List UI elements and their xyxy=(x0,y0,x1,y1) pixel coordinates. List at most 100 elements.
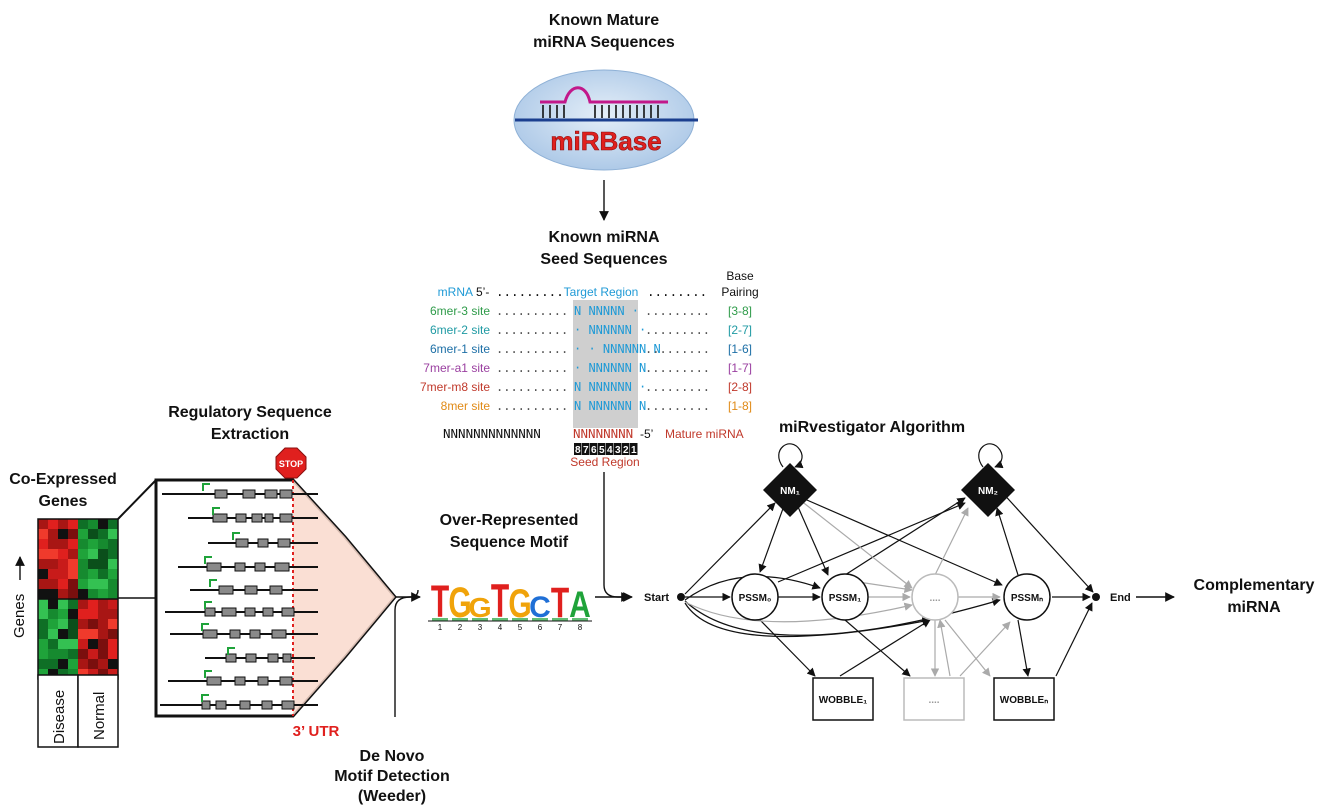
gene-tss-arrow xyxy=(209,579,217,587)
node-pssm-dots-label: .... xyxy=(929,593,940,604)
gene-tss-arrow xyxy=(212,507,220,515)
heatmap-cell xyxy=(48,549,58,559)
motif-letter: A xyxy=(569,584,591,626)
utr-label: 3’ UTR xyxy=(293,723,340,740)
mrna-prime: 5’- xyxy=(476,285,489,299)
base-pairing-header-line1: Base xyxy=(726,269,754,283)
gene-exon xyxy=(235,538,249,548)
gene-exon xyxy=(218,585,234,595)
heatmap-cell xyxy=(48,659,58,669)
gene-tss-arrow xyxy=(201,623,209,631)
denovo-title-line3: (Weeder) xyxy=(358,788,426,805)
heatmap-cell xyxy=(88,649,98,659)
heatmap-cell xyxy=(108,629,118,639)
node-wobble-dots-label: .... xyxy=(928,695,939,706)
heatmap-cell xyxy=(88,609,98,619)
gene-exon xyxy=(261,700,273,710)
gene-exon xyxy=(279,676,293,686)
genes-axis-label: Genes xyxy=(11,594,28,638)
mrna-label: mRNA xyxy=(438,285,473,299)
gene-exon xyxy=(206,676,222,686)
heatmap-cell xyxy=(108,659,118,669)
gene-exon xyxy=(201,700,211,710)
seed-digit: 1 xyxy=(631,445,637,456)
gene-lines xyxy=(160,483,318,710)
heatmap-cell xyxy=(88,579,98,589)
heatmap-cell xyxy=(48,559,58,569)
heatmap-cell xyxy=(48,669,58,679)
gene-exon xyxy=(206,562,222,572)
motif-letter: T xyxy=(491,575,509,628)
motif-minor-stack xyxy=(452,618,468,621)
seed-row-left-dots: .......... xyxy=(496,304,568,318)
heatmap-cell xyxy=(48,649,58,659)
heatmap-cell xyxy=(108,539,118,549)
gene-tss-arrow xyxy=(204,670,212,678)
gene-exon xyxy=(244,585,258,595)
seed-row-right-dots: ......... xyxy=(645,342,710,356)
motif-minor-stack xyxy=(492,618,508,621)
heatmap-cell xyxy=(48,539,58,549)
base-pairing-header-line2: Pairing xyxy=(721,285,758,299)
heatmap-cell xyxy=(78,619,88,629)
heatmap-cell xyxy=(58,599,68,609)
gene-exon xyxy=(234,676,246,686)
heatmap-cell xyxy=(48,599,58,609)
seed-digit: 6 xyxy=(591,445,597,456)
algorithm-title: miRvestigator Algorithm xyxy=(779,419,965,436)
connector-top xyxy=(117,479,157,520)
seed-row-right-dots: ......... xyxy=(645,361,710,375)
known-seed-title-line1: Known miRNA xyxy=(548,229,660,246)
heatmap-cell xyxy=(58,589,68,599)
heatmap-cell xyxy=(78,629,88,639)
heatmap-cell xyxy=(88,629,98,639)
heatmap-label-disease-box xyxy=(37,674,79,748)
heatmap-cell xyxy=(88,659,98,669)
heatmap-cell xyxy=(108,609,118,619)
overrep-title-line2: Sequence Motif xyxy=(450,534,569,551)
heatmap-cell xyxy=(108,669,118,679)
mature-suffix: -5’ xyxy=(640,427,653,441)
motif-minor-stack xyxy=(512,618,528,621)
heatmap-cell xyxy=(98,659,108,669)
known-mature-title-line2: miRNA Sequences xyxy=(533,34,675,51)
heatmap-cell xyxy=(38,629,48,639)
heatmap xyxy=(37,518,119,680)
heatmap-cell xyxy=(58,609,68,619)
gene-exon xyxy=(204,607,216,617)
seed-row-left-dots: .......... xyxy=(496,380,568,394)
algorithm-edges xyxy=(684,443,1094,677)
seed-row-left-dots: .......... xyxy=(496,361,568,375)
heatmap-cell xyxy=(68,599,78,609)
heatmap-cell xyxy=(48,579,58,589)
node-pssm0-label: PSSM₀ xyxy=(739,593,772,604)
gene-tss-arrow xyxy=(204,556,212,564)
coexpressed-title-line2: Genes xyxy=(39,493,88,510)
heatmap-cell xyxy=(58,619,68,629)
heatmap-cell xyxy=(88,569,98,579)
heatmap-cell xyxy=(38,619,48,629)
known-mature-title-line1: Known Mature xyxy=(549,12,659,29)
heatmap-cell xyxy=(48,629,58,639)
gene-exon xyxy=(264,513,274,523)
gene-exon xyxy=(225,653,237,663)
heatmap-cell xyxy=(78,599,88,609)
heatmap-cell xyxy=(78,549,88,559)
heatmap-cell xyxy=(38,559,48,569)
heatmap-cell xyxy=(98,559,108,569)
gene-tss-arrow xyxy=(227,647,235,655)
motif-position: 1 xyxy=(438,623,443,632)
heatmap-cell xyxy=(68,589,78,599)
heatmap-cell xyxy=(78,529,88,539)
heatmap-cell xyxy=(78,659,88,669)
heatmap-cell xyxy=(88,549,98,559)
seed-row-label: 6mer-2 site xyxy=(430,323,490,337)
motif-position: 5 xyxy=(518,623,523,632)
seed-digit-box xyxy=(582,443,590,455)
heatmap-cell xyxy=(88,589,98,599)
heatmap-cell xyxy=(68,629,78,639)
stop-label: STOP xyxy=(279,459,303,469)
seed-digit-box xyxy=(622,443,630,455)
gene-exon xyxy=(234,562,246,572)
